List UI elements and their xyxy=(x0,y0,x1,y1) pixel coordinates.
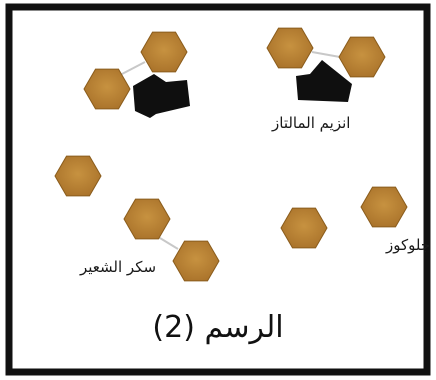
enzyme-shape-icon xyxy=(296,60,352,102)
enzyme-label: انزيم المالتاز xyxy=(272,114,351,132)
hexagon-molecule-icon xyxy=(83,68,131,110)
enzyme-shape-icon xyxy=(133,74,190,118)
hexagon-molecule-icon xyxy=(54,155,102,197)
bond-line xyxy=(119,61,146,76)
hexagon-molecule-icon xyxy=(280,207,328,249)
hexagon-molecule-icon xyxy=(266,27,314,69)
figure-caption: الرسم (2) xyxy=(152,310,284,345)
hexagon-molecule-icon xyxy=(140,31,188,73)
figure-border xyxy=(5,3,431,376)
hexagon-molecule-icon xyxy=(172,240,220,282)
hexagon-molecule-icon xyxy=(360,186,408,228)
hexagon-molecule-icon xyxy=(123,198,171,240)
hexagon-molecule-icon xyxy=(338,36,386,78)
maltose-label: سكر الشعير xyxy=(80,258,157,276)
bond-line xyxy=(311,51,341,58)
glucose-label: جلوكوز xyxy=(386,236,431,254)
